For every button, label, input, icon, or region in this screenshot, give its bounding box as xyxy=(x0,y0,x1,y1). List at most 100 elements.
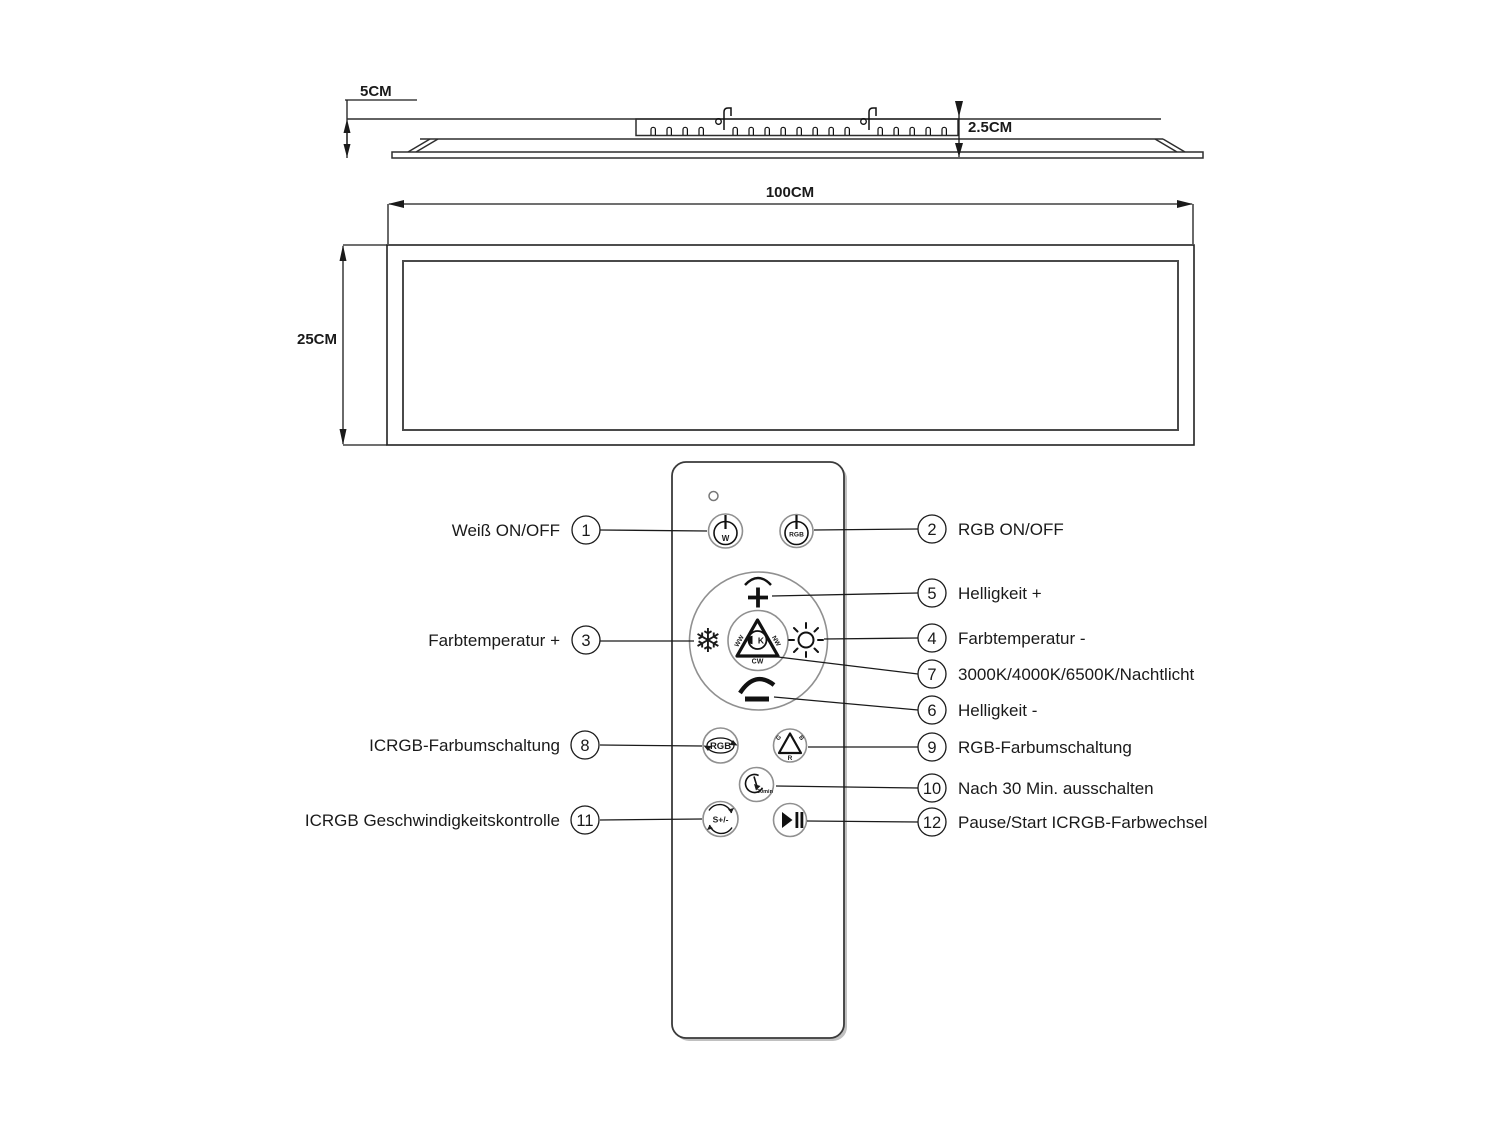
arrow-down xyxy=(955,143,963,157)
remote-body xyxy=(671,461,845,1039)
kelvin-label: K xyxy=(758,636,765,646)
arrow-up xyxy=(339,245,347,261)
callout-label: Farbtemperatur - xyxy=(958,629,1086,648)
callout-number: 4 xyxy=(927,630,936,648)
arrow-left xyxy=(388,200,404,208)
sun-icon xyxy=(788,622,824,658)
speed-control-button: S+/- xyxy=(702,800,739,838)
callout-number: 9 xyxy=(927,739,936,757)
driver-box xyxy=(635,118,959,137)
callout-number: 5 xyxy=(927,585,936,603)
callout-label: Weiß ON/OFF xyxy=(452,521,560,540)
callout-11: ICRGB Geschwindigkeitskontrolle 11 xyxy=(305,805,600,835)
side-edge-dim-label: 2.5CM xyxy=(968,119,1012,136)
callout-number: 12 xyxy=(923,814,941,832)
callout-number: 11 xyxy=(576,812,593,830)
leader-line-8 xyxy=(599,744,703,747)
leader-line-12 xyxy=(806,820,919,823)
panel-front-view: 100CM 25CM xyxy=(297,184,1195,446)
leader-line-1 xyxy=(599,529,708,532)
callout-label: 3000K/4000K/6500K/Nachtlicht xyxy=(958,665,1195,684)
mounting-hook xyxy=(860,107,877,130)
callout-label: Helligkeit - xyxy=(958,701,1037,720)
timer-label: 30min xyxy=(757,789,774,795)
remote-control: W RGB ❄ K xyxy=(671,461,847,1041)
callout-5: 5 Helligkeit + xyxy=(917,578,1042,608)
play-icon xyxy=(782,812,793,828)
brightness-up-icon xyxy=(744,576,772,608)
half-moon-icon xyxy=(748,635,753,645)
callout-3: Farbtemperatur + 3 xyxy=(428,625,601,655)
leader-line-10 xyxy=(775,785,919,789)
dial: ❄ K WW NW CW xyxy=(688,571,829,711)
cw-label: CW xyxy=(752,659,764,666)
callout-7: 7 3000K/4000K/6500K/Nachtlicht xyxy=(917,659,1195,689)
callout-12: 12 Pause/Start ICRGB-Farbwechsel xyxy=(917,807,1207,837)
callout-number: 7 xyxy=(927,666,936,684)
cycle-arrow xyxy=(728,808,734,813)
callout-number: 6 xyxy=(927,702,936,720)
callout-label: Helligkeit + xyxy=(958,584,1042,603)
tri-r-label: R xyxy=(788,755,793,762)
callout-label: Nach 30 Min. ausschalten xyxy=(958,779,1154,798)
mounting-hook xyxy=(715,107,732,130)
cycle-arrow xyxy=(707,825,713,830)
rgb-power-button: RGB xyxy=(779,513,814,549)
tri-b-label: B xyxy=(797,735,805,743)
side-height-dim-label: 5CM xyxy=(360,83,392,100)
callout-10: 10 Nach 30 Min. ausschalten xyxy=(917,773,1154,803)
leader-line-5 xyxy=(771,592,919,597)
front-width-dim-label: 100CM xyxy=(766,184,814,201)
leader-line-7 xyxy=(777,656,919,675)
callout-label: RGB-Farbumschaltung xyxy=(958,738,1132,757)
panel-side-view: 5CM 2.5CM xyxy=(343,83,1204,159)
left-slant-edge xyxy=(407,138,439,153)
icrgb-cycle-button: RGB xyxy=(702,727,739,764)
callout-8: ICRGB-Farbumschaltung 8 xyxy=(369,730,600,760)
callout-4: 4 Farbtemperatur - xyxy=(917,623,1086,653)
callout-label: ICRGB Geschwindigkeitskontrolle xyxy=(305,811,560,830)
tri-g-label: G xyxy=(775,734,783,742)
callout-number: 10 xyxy=(923,780,941,798)
leader-lines xyxy=(599,528,919,823)
arrow-right xyxy=(1177,200,1193,208)
callouts-right: 2 RGB ON/OFF 5 Helligkeit + 4 Farbtemper… xyxy=(917,514,1207,837)
pause-bar xyxy=(795,812,799,828)
callouts-left: Weiß ON/OFF 1 Farbtemperatur + 3 ICRGB-F… xyxy=(305,515,601,835)
rgb-triangle-button: G B R xyxy=(772,728,808,763)
led-studs xyxy=(650,126,947,135)
diffuser-strip xyxy=(391,151,1204,159)
play-pause-button xyxy=(772,802,808,838)
leader-line-4 xyxy=(823,637,919,640)
callout-number: 1 xyxy=(581,522,590,540)
arrow-down xyxy=(339,429,347,445)
front-height-dim-label: 25CM xyxy=(297,331,337,348)
callout-label: RGB ON/OFF xyxy=(958,520,1064,539)
callout-2: 2 RGB ON/OFF xyxy=(917,514,1064,544)
right-slant-edge xyxy=(1154,138,1186,153)
callout-label: Pause/Start ICRGB-Farbwechsel xyxy=(958,813,1207,832)
timer-button: 30min xyxy=(738,766,775,803)
callout-number: 8 xyxy=(580,737,589,755)
brightness-down-icon xyxy=(738,676,776,702)
color-temp-cycle-button: K WW NW CW xyxy=(734,618,782,666)
callout-9: 9 RGB-Farbumschaltung xyxy=(917,732,1132,762)
cycle-arrow xyxy=(703,745,712,751)
callout-number: 2 xyxy=(927,521,936,539)
white-power-label: W xyxy=(722,534,730,543)
callout-1: Weiß ON/OFF 1 xyxy=(452,515,601,545)
snowflake-icon: ❄ xyxy=(694,622,722,659)
arrow-up xyxy=(343,119,351,133)
callout-number: 3 xyxy=(581,632,590,650)
nw-label: NW xyxy=(770,635,782,649)
icrgb-cycle-label: RGB xyxy=(710,741,731,752)
panel-light-surface xyxy=(402,260,1179,431)
dial-inner-ring xyxy=(727,609,789,672)
led-indicator xyxy=(708,490,719,502)
white-power-button: W xyxy=(707,513,744,549)
leader-line-6 xyxy=(773,696,919,711)
clock-hand xyxy=(754,784,761,791)
leader-line-11 xyxy=(599,818,703,821)
arrow-down xyxy=(955,101,963,117)
